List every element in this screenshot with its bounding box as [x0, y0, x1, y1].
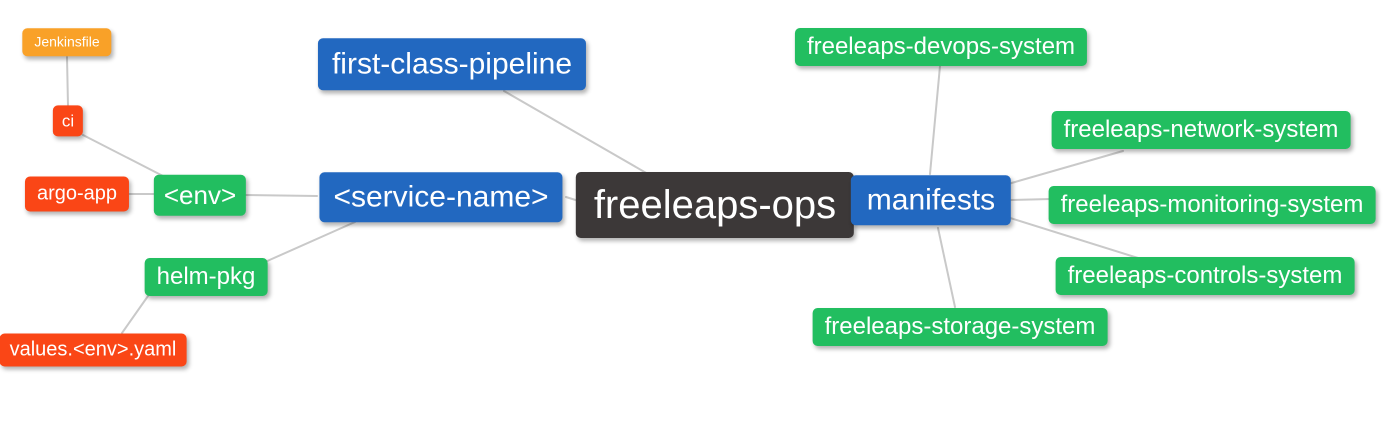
node-argo-app[interactable]: argo-app — [24, 176, 130, 212]
edge-env-to-service-name — [242, 194, 318, 197]
node-freeleaps-network-system[interactable]: freeleaps-network-system — [1051, 111, 1351, 149]
edge-ci-to-env — [82, 134, 164, 177]
edge-jenkinsfile-to-ci — [66, 56, 69, 107]
edge-manifests-to-freeleaps-monitoring-system — [1010, 198, 1052, 201]
edge-helm-pkg-to-values-env-yaml — [121, 295, 149, 334]
node-jenkinsfile[interactable]: Jenkinsfile — [22, 28, 112, 56]
node-service-name[interactable]: <service-name> — [319, 172, 563, 222]
node-ci[interactable]: ci — [52, 105, 84, 137]
node-freeleaps-ops[interactable]: freeleaps-ops — [575, 172, 855, 238]
node-manifests[interactable]: manifests — [850, 175, 1012, 225]
node-freeleaps-monitoring-system[interactable]: freeleaps-monitoring-system — [1048, 186, 1376, 224]
edge-manifests-to-freeleaps-storage-system — [937, 227, 956, 308]
node-freeleaps-storage-system[interactable]: freeleaps-storage-system — [812, 308, 1108, 346]
edge-freeleaps-devops-system-to-manifests — [929, 65, 941, 175]
node-freeleaps-controls-system[interactable]: freeleaps-controls-system — [1055, 257, 1355, 295]
node-values-env-yaml[interactable]: values.<env>.yaml — [0, 333, 187, 367]
edge-manifests-to-freeleaps-network-system — [1007, 150, 1124, 185]
node-helm-pkg[interactable]: helm-pkg — [144, 258, 268, 296]
node-env[interactable]: <env> — [153, 174, 247, 216]
node-first-class-pipeline[interactable]: first-class-pipeline — [317, 38, 587, 90]
edge-helm-pkg-to-service-name — [264, 221, 356, 263]
edge-first-class-pipeline-to-freeleaps-ops — [503, 90, 649, 175]
node-freeleaps-devops-system[interactable]: freeleaps-devops-system — [794, 28, 1088, 66]
